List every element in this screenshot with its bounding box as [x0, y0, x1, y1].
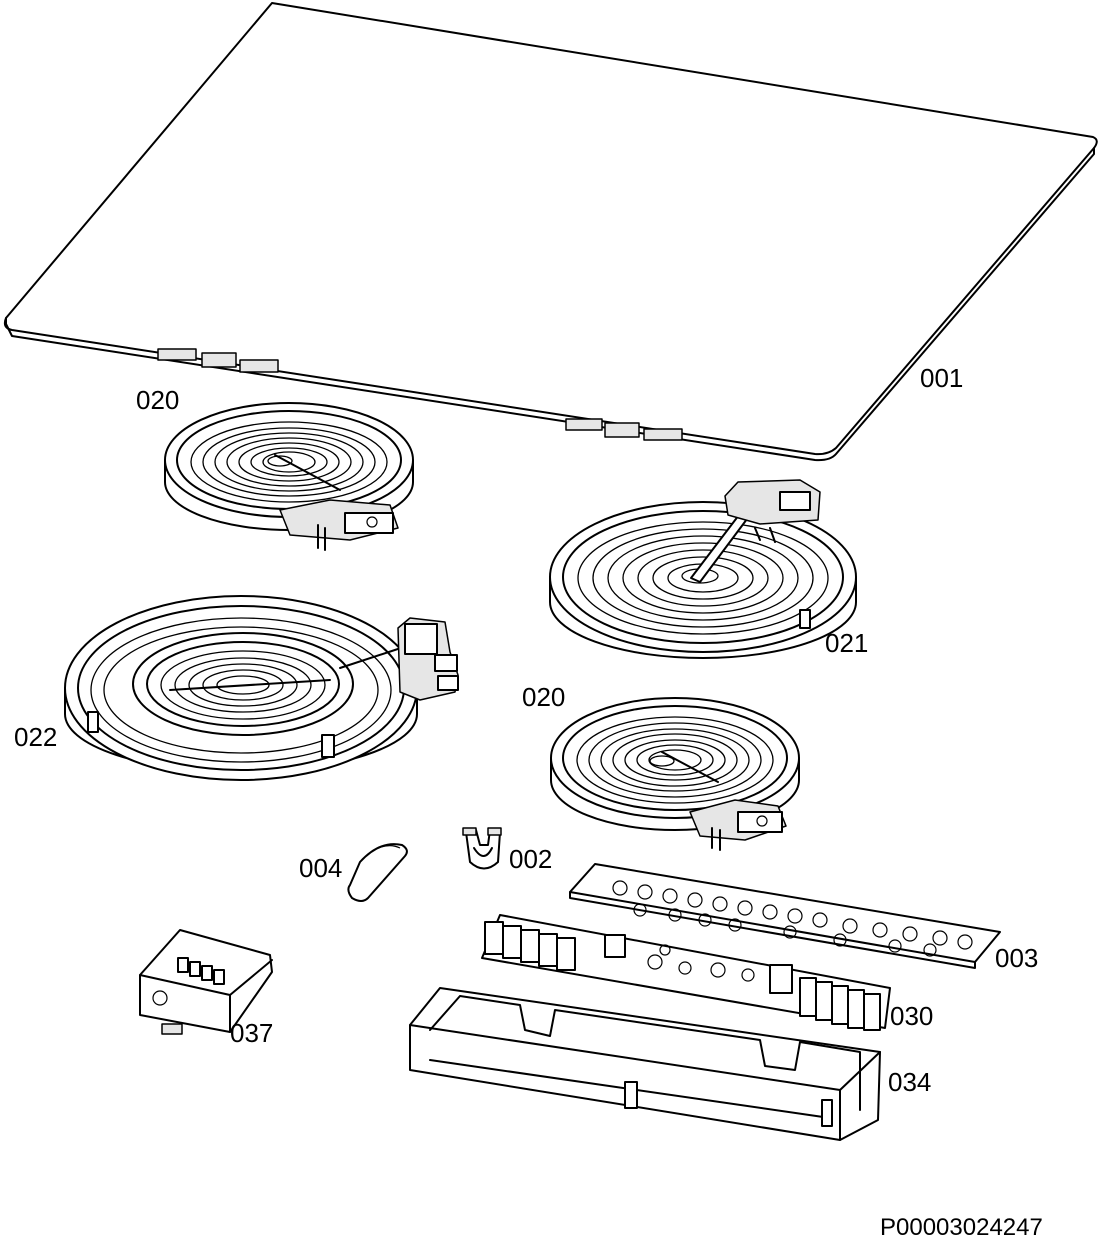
label-004: 004: [299, 853, 342, 883]
label-030: 030: [890, 1001, 933, 1031]
power-board-030: [481, 914, 891, 1031]
label-003: 003: [995, 943, 1038, 973]
heater-021-rear-right: [549, 479, 857, 659]
label-021: 021: [825, 628, 868, 658]
label-020-rear: 020: [136, 385, 179, 415]
document-id: P00003024247: [880, 1214, 1043, 1241]
housing-034: [409, 987, 881, 1141]
heater-020-rear-left: [164, 402, 414, 551]
label-002: 002: [509, 844, 552, 874]
label-034: 034: [888, 1067, 931, 1097]
label-037: 037: [230, 1018, 273, 1048]
bracket-002: [462, 827, 502, 870]
label-022: 022: [14, 722, 57, 752]
top-plate-clips: [157, 348, 683, 441]
heater-020-front-right: [550, 697, 800, 851]
part-labels: 001 020 021 022 020 004 002 003 030 034 …: [14, 363, 1043, 1241]
control-board-003: [569, 863, 1001, 969]
terminal-block-037: [139, 929, 273, 1035]
label-001: 001: [920, 363, 963, 393]
heater-022-dual-front-left: [64, 595, 459, 781]
glass-top-plate: [3, 2, 1098, 462]
clip-004: [347, 843, 408, 902]
label-020-front: 020: [522, 682, 565, 712]
